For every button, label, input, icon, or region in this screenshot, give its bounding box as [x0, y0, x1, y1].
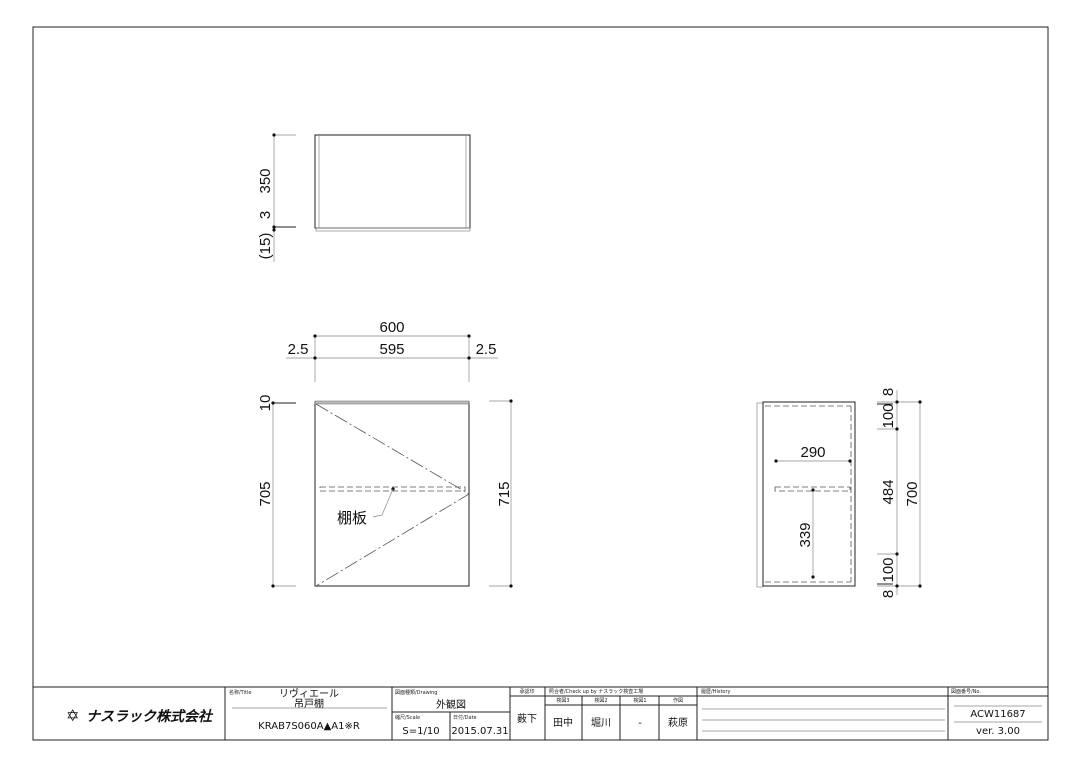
dim-100-top: 100: [880, 403, 897, 428]
approval-label: 承認印: [519, 688, 534, 695]
check-col-2: 検図2: [594, 697, 607, 704]
dim-15: (15): [257, 233, 274, 260]
check-val-2: 堀川: [591, 717, 611, 729]
title-label: 名称/Title: [229, 689, 251, 696]
title-line1: リヴィエール: [279, 687, 339, 700]
top-view: 350 3 (15): [257, 133, 471, 262]
dim-2-5-left: 2.5: [288, 341, 309, 358]
title-block: ✡ ナスラック株式会社 名称/Title リヴィエール 吊戸棚 KRAB7S06…: [33, 686, 1048, 740]
dim-715: 715: [496, 481, 513, 506]
date-value: 2015.07.31: [451, 726, 508, 737]
company-logo-icon: ✡: [66, 706, 79, 725]
side-view: 290 339 8 100 484 100 8 700: [756, 388, 922, 598]
approval-stamp: 薮下: [517, 713, 537, 725]
check-col-3: 検図1: [633, 697, 646, 704]
shelf-label: 棚板: [337, 509, 367, 527]
scale-value: S=1/10: [402, 726, 439, 737]
dim-3: 3: [257, 211, 274, 219]
dim-339: 339: [797, 522, 814, 547]
number-label: 図面番号/No.: [951, 688, 981, 695]
dim-290: 290: [800, 444, 825, 461]
check-col-4: 作図: [673, 697, 683, 704]
drawing-type: 外観図: [436, 698, 466, 711]
version: ver. 3.00: [976, 726, 1020, 737]
scale-label: 縮尺/Scale: [395, 714, 420, 721]
dim-350: 350: [257, 168, 274, 193]
history-label: 履歴/History: [701, 689, 731, 695]
drawing-number: ACW11687: [970, 709, 1025, 720]
dim-8-bottom: 8: [880, 590, 897, 598]
dim-2-5-right: 2.5: [476, 341, 497, 358]
dim-595: 595: [379, 341, 404, 358]
company-name: ナスラック株式会社: [86, 708, 214, 725]
model-number: KRAB7S060A▲A1※R: [258, 721, 360, 732]
check-label: 照合者/Check up by ナスラック検査工場: [549, 688, 643, 695]
title-line2: 吊戸棚: [294, 697, 324, 710]
check-col-1: 検図3: [556, 697, 569, 704]
dim-8-top: 8: [880, 388, 897, 396]
dim-484: 484: [880, 479, 897, 504]
dim-10: 10: [257, 395, 274, 412]
check-val-3: -: [638, 718, 642, 729]
check-val-4: 萩原: [668, 717, 688, 729]
dim-700: 700: [904, 481, 921, 506]
front-view: 600 595 2.5 2.5 棚板 10 705 715: [257, 319, 513, 588]
drawing-label: 図面種類/Drawing: [395, 689, 437, 696]
check-val-1: 田中: [553, 716, 573, 729]
dim-705: 705: [257, 481, 274, 506]
dim-600: 600: [379, 319, 404, 336]
sheet-border: [32, 26, 1049, 741]
dim-100-bottom: 100: [880, 557, 897, 582]
date-label: 日付/Date: [453, 714, 477, 721]
